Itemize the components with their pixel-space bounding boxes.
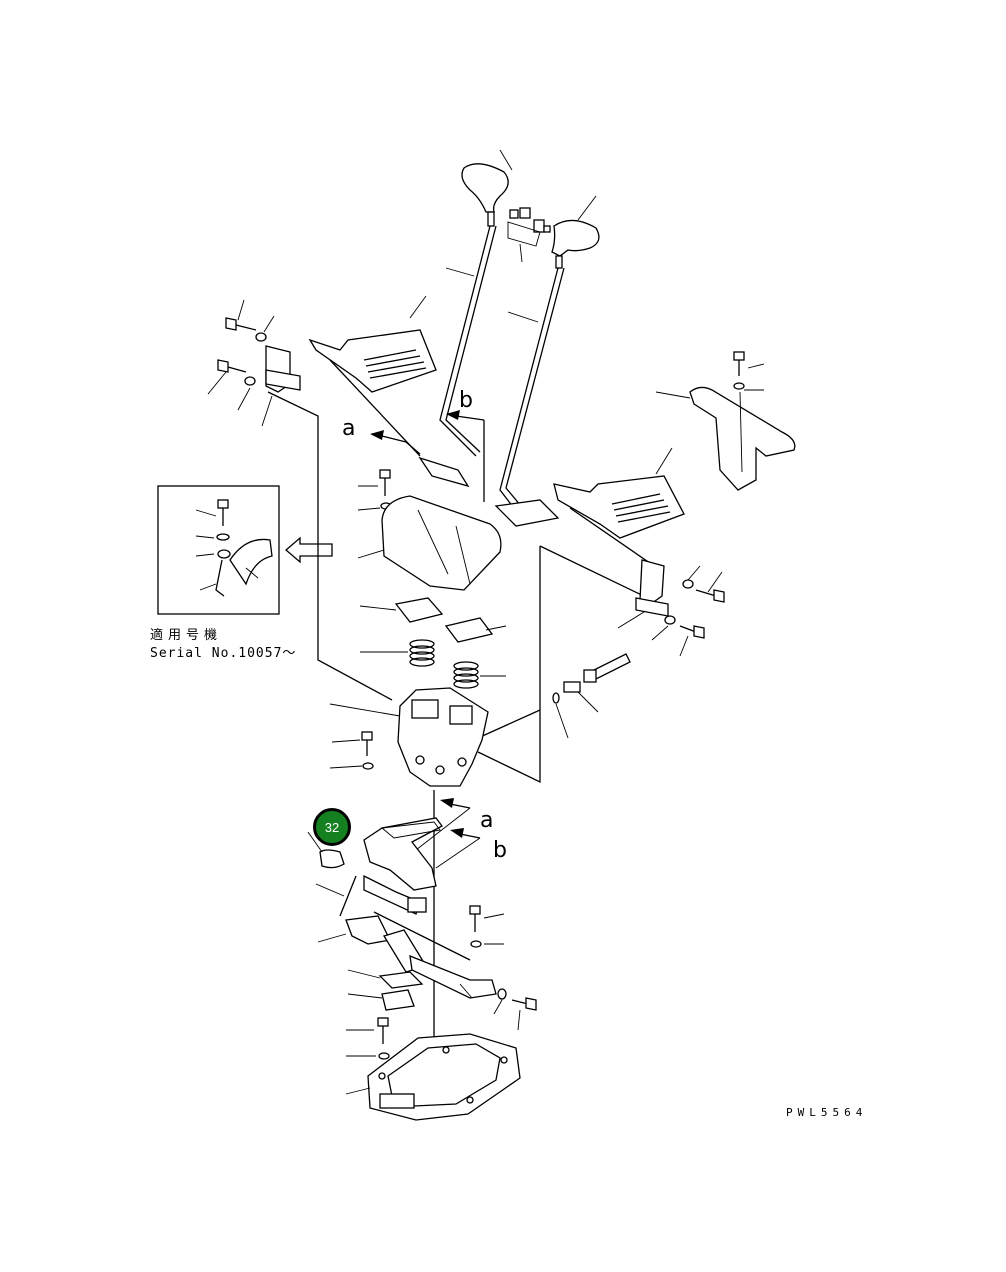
inset-detail-box [157,485,280,615]
marker-b-bottom: b [493,838,507,863]
right-lever [494,195,600,527]
base-plate [345,1017,521,1121]
direction-arrows [370,410,485,869]
marker-b-top: b [459,388,473,413]
valve-cover [357,469,502,591]
frame-line-left [267,391,393,701]
pads-and-springs [359,597,507,689]
lower-right-bolts [469,905,537,1031]
right-cover [655,351,796,491]
knob-bolts [507,207,551,263]
left-bracket-assembly [207,299,301,427]
frame-line-right [477,546,541,784]
lower-linkage [307,817,497,999]
drawing-code: PWL5564 [786,1106,868,1119]
applicable-serial-label-jp: 適用号機 [150,628,223,643]
part-callout-badge[interactable]: 32 [313,808,351,846]
right-pedal [553,447,685,571]
ppc-valve [329,687,489,1106]
inset-parts [195,499,273,597]
marker-a-bottom: a [480,808,494,833]
left-pedal [308,295,437,457]
marker-a-top: a [342,416,356,441]
shim-plates [347,969,424,1011]
hose-fitting [552,653,631,739]
applicable-serial-label: Serial No.10057〜 [150,646,297,661]
left-lever [418,149,513,488]
inset-arrow-icon [285,536,333,564]
right-bracket-assembly [617,559,725,657]
